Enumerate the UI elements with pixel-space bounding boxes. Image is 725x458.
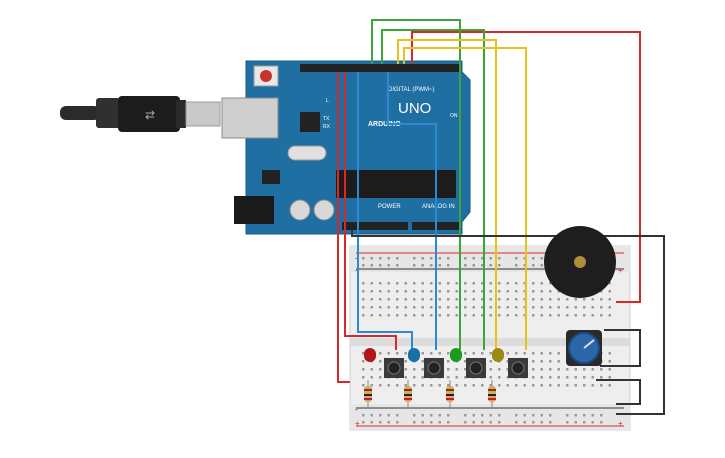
usb-port — [221, 97, 279, 139]
led-yellow[interactable] — [492, 348, 504, 362]
black-wire-pot-gnd[interactable] — [596, 379, 641, 405]
on-label: ON — [450, 113, 458, 119]
green-wire-1[interactable] — [371, 19, 461, 350]
push-button-1[interactable] — [384, 358, 404, 378]
red-wire-buzzer[interactable] — [411, 31, 641, 303]
power-jack — [234, 196, 274, 224]
piezo-buzzer[interactable] — [544, 226, 616, 298]
svg-text:⇄: ⇄ — [145, 108, 155, 122]
atmega-chip — [336, 170, 456, 198]
usb-cable: ⇄ — [60, 96, 221, 132]
green-wire-2[interactable] — [381, 29, 485, 350]
red-wire-power-rail[interactable] — [337, 72, 350, 383]
resistor-4[interactable] — [488, 380, 496, 408]
digital-label: DIGITAL (PWM~) — [388, 87, 435, 93]
red-wire-5v[interactable] — [344, 72, 397, 350]
push-button-2[interactable] — [424, 358, 444, 378]
usb-chip — [300, 112, 320, 132]
rail-plus-label-right: + — [618, 266, 623, 275]
yellow-wire-2[interactable] — [403, 47, 527, 350]
logo-text: ARDUINO — [368, 121, 401, 128]
black-wire-gnd[interactable] — [351, 230, 665, 415]
digital-header — [300, 64, 460, 72]
voltage-regulator — [262, 170, 280, 184]
rail-minus-label-bottom: - — [355, 405, 358, 414]
wires — [337, 19, 665, 415]
analog-label: ANALOG IN — [422, 204, 455, 210]
rail-minus-label: - — [355, 254, 358, 263]
blue-wire-1[interactable] — [357, 72, 413, 350]
crystal — [287, 145, 327, 161]
reset-button[interactable] — [253, 65, 279, 87]
resistor-2[interactable] — [404, 380, 412, 408]
power-header — [342, 222, 408, 230]
black-wire-pot[interactable] — [600, 329, 641, 367]
power-label: POWER — [378, 204, 401, 210]
led-blue[interactable] — [408, 348, 420, 362]
resistor-3[interactable] — [446, 380, 454, 408]
resistor-1[interactable] — [364, 380, 372, 408]
rx-label: RX — [323, 124, 331, 130]
tx-label: TX — [323, 116, 330, 122]
led-red[interactable] — [364, 348, 376, 362]
push-button-3[interactable] — [466, 358, 486, 378]
led-green[interactable] — [450, 348, 462, 362]
yellow-wire-1[interactable] — [397, 39, 497, 350]
l-label: L — [326, 98, 329, 104]
board-brand: UNO — [398, 100, 431, 117]
push-button-4[interactable] — [508, 358, 528, 378]
potentiometer[interactable] — [566, 330, 602, 366]
rail-plus-label-right-bottom: + — [618, 419, 623, 428]
rail-plus-label-bottom: + — [355, 419, 360, 428]
capacitor — [289, 199, 311, 221]
capacitor — [313, 199, 335, 221]
